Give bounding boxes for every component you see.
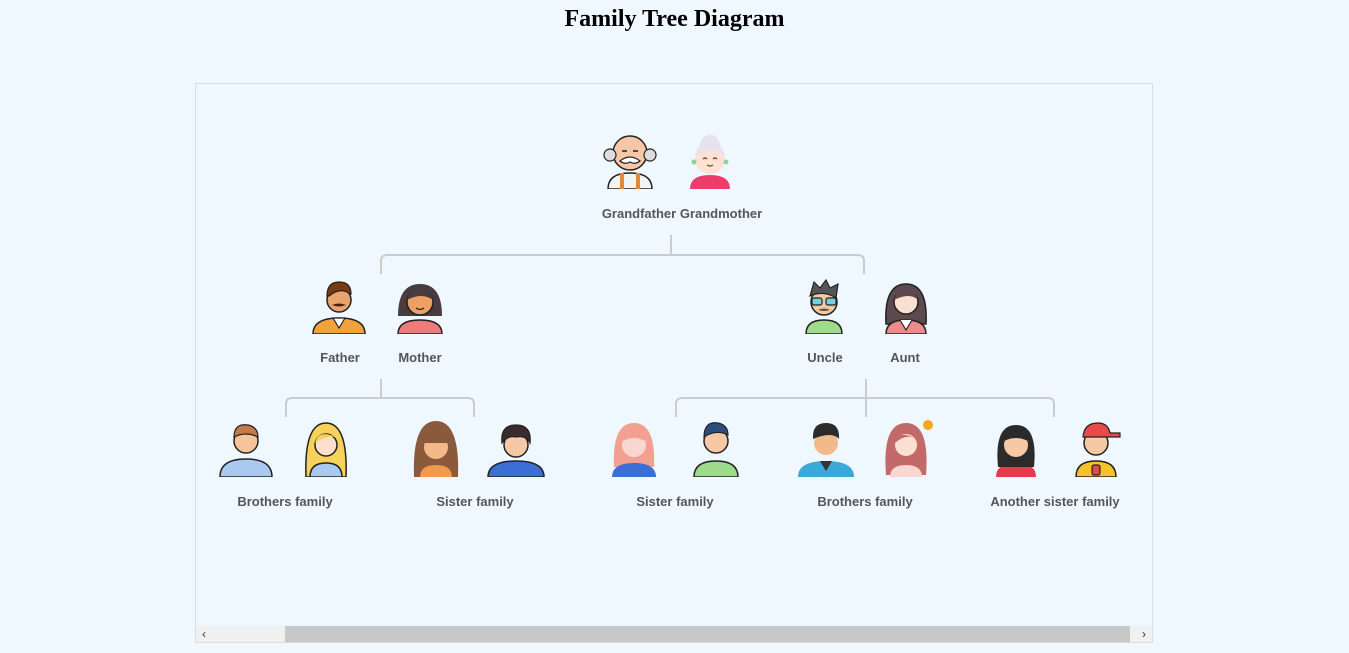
horizontal-scrollbar[interactable]: ‹ › bbox=[196, 626, 1152, 642]
long-haired-woman-avatar-icon bbox=[876, 417, 936, 477]
young-man-avatar-icon bbox=[486, 417, 546, 477]
uncle-avatar-icon bbox=[794, 274, 854, 334]
grandfather-avatar-icon bbox=[600, 129, 660, 189]
brother-avatar-icon bbox=[216, 417, 276, 477]
tree-connectors bbox=[285, 235, 1055, 417]
child-label-2: Sister family bbox=[436, 494, 514, 509]
red-haired-woman-avatar-icon bbox=[604, 417, 664, 477]
cap-boy-avatar-icon bbox=[1066, 417, 1126, 477]
scroll-left-icon[interactable]: ‹ bbox=[202, 627, 206, 641]
grandparents-label: Grandfather Grandmother bbox=[601, 206, 763, 221]
family-tree-panel[interactable]: Grandfather Grandmother Father Mother bbox=[195, 83, 1153, 643]
aunt-avatar-icon bbox=[876, 274, 936, 334]
man-green-shirt-avatar-icon bbox=[686, 417, 746, 477]
child-label-1: Brothers family bbox=[237, 494, 333, 509]
aunt-label: Aunt bbox=[890, 350, 920, 365]
blonde-woman-avatar-icon bbox=[296, 417, 356, 477]
mother-avatar-icon bbox=[390, 274, 450, 334]
connector-parents-right bbox=[675, 379, 1055, 417]
connector-grandparents bbox=[380, 235, 865, 274]
scrollbar-thumb[interactable] bbox=[285, 626, 1130, 642]
sister-avatar-icon bbox=[406, 417, 466, 477]
child-label-5: Another sister family bbox=[990, 494, 1120, 509]
uncle-label: Uncle bbox=[807, 350, 843, 365]
smiling-man-avatar-icon bbox=[796, 417, 856, 477]
connector-parents-left bbox=[285, 379, 475, 417]
mother-label: Mother bbox=[398, 350, 442, 365]
grandmother-avatar-icon bbox=[680, 129, 740, 189]
page-title: Family Tree Diagram bbox=[564, 6, 785, 32]
father-label: Father bbox=[320, 350, 360, 365]
child-label-4: Brothers family bbox=[817, 494, 913, 509]
pigtail-girl-avatar-icon bbox=[986, 417, 1046, 477]
father-avatar-icon bbox=[309, 274, 369, 334]
scroll-right-icon[interactable]: › bbox=[1142, 627, 1146, 641]
child-label-3: Sister family bbox=[636, 494, 714, 509]
